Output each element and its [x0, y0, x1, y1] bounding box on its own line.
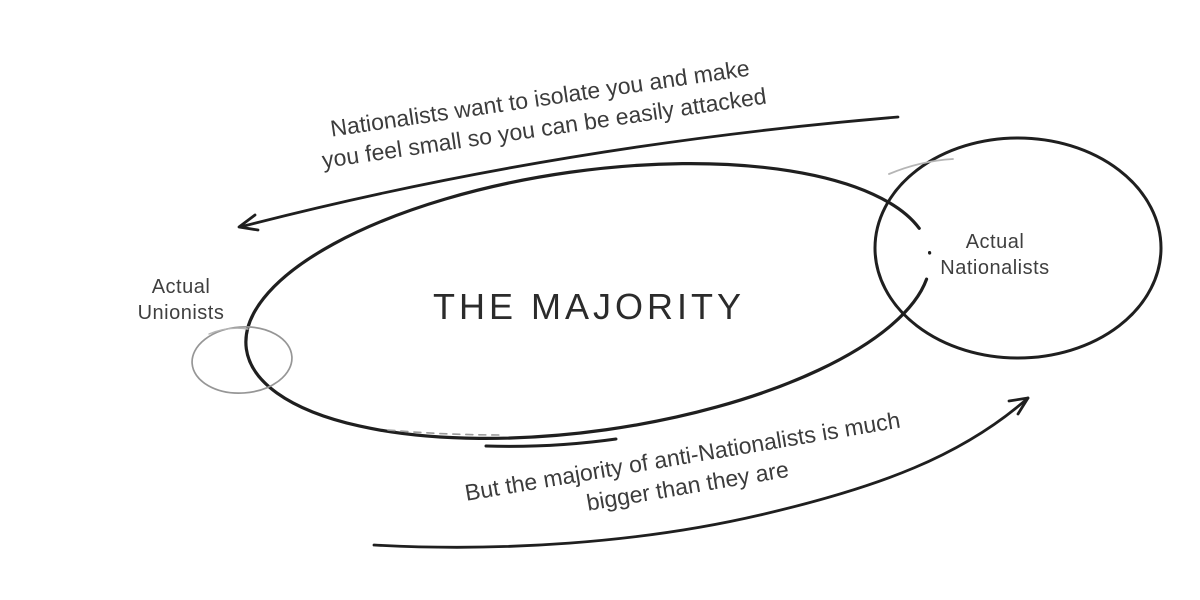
- nationalists-label-line2: Nationalists: [940, 257, 1050, 279]
- unionists-label-line2: Unionists: [137, 302, 225, 324]
- unionists-label-line1: Actual: [151, 276, 211, 298]
- nationalists-label: Actual Nationalists: [895, 229, 1095, 281]
- majority-ellipse-overlap-stroke: [484, 437, 618, 448]
- unionists-circle-sketch-arc: [208, 327, 249, 335]
- nationalists-circle: [873, 136, 1163, 360]
- majority-ellipse-faint-dashes: [387, 429, 505, 436]
- curved-arrow-up-right-icon: [372, 396, 1030, 549]
- nationalists-label-line1: Actual: [965, 231, 1025, 253]
- unionists-label: Actual Unionists: [81, 274, 281, 326]
- majority-ellipse: [244, 162, 932, 440]
- arrowhead-up-right-icon: [1007, 396, 1030, 416]
- curved-arrow-left-icon: [238, 115, 900, 229]
- majority-title: THE MAJORITY: [432, 286, 745, 327]
- arrowhead-left-icon: [237, 213, 260, 232]
- nationalists-circle-sketch-arc: [888, 158, 954, 175]
- unionists-circle: [191, 326, 293, 394]
